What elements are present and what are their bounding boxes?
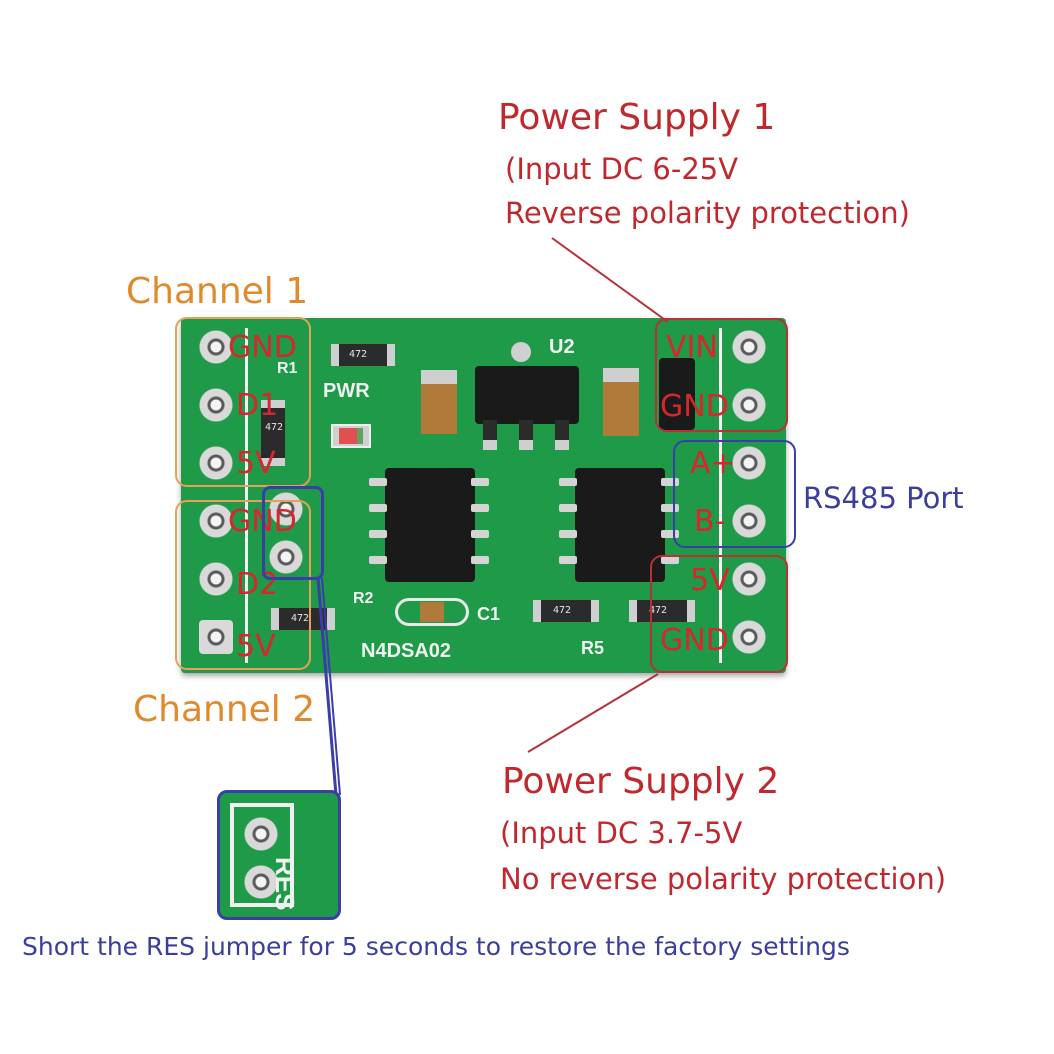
left-pad-6 [199,620,233,654]
power1-line1: (Input DC 6-25V [505,152,739,186]
resistor [629,600,695,622]
power1-box [655,318,788,432]
silk-pwr: PWR [323,380,370,402]
right-pad-6 [732,620,766,654]
res-jumper-closeup: RES [217,790,341,920]
power2-title: Power Supply 2 [502,761,780,802]
right-pad-3 [732,446,766,480]
pin-label-vin: VIN [666,330,718,365]
regulator-u2 [475,366,579,424]
right-pad-5 [732,562,766,596]
pin-label-d2: D2 [236,567,279,602]
channel2-label: Channel 2 [133,689,316,730]
power2-line2: No reverse polarity protection) [500,862,947,896]
rs485-label: RS485 Port [803,481,964,515]
power1-line2: Reverse polarity protection) [505,196,910,230]
power2-box [650,555,788,673]
resistor [533,600,599,622]
resistor-r1 [261,400,285,466]
reset-note: Short the RES jumper for 5 seconds to re… [22,932,850,961]
pin-label-5v-1: 5V [236,446,276,481]
silk-c1: C1 [477,604,501,624]
right-pad-1 [732,330,766,364]
capacitor [603,368,639,436]
left-pad-3 [199,446,233,480]
silk-r2: R2 [353,590,374,607]
board-name: N4DSA02 [361,640,452,662]
power1-title: Power Supply 1 [498,97,776,138]
left-pad-1 [199,330,233,364]
pin-label-d1: D1 [236,388,279,423]
channel1-label: Channel 1 [126,271,309,312]
pin-label-5v-2: 5V [236,629,276,664]
diode [659,358,695,430]
capacitor [421,370,457,434]
rs485-box [673,440,796,548]
channel1-box [175,317,311,487]
resistor [331,344,395,366]
pin-label-gnd-3: GND [660,389,729,424]
pin-label-a-plus: A+ [690,446,736,481]
silk-r1: R1 [277,360,298,377]
resistor [271,608,335,630]
right-pad-2 [732,388,766,422]
pin-label-gnd-1: GND [228,330,297,365]
res-pad-1 [269,492,303,526]
left-pad-2 [199,388,233,422]
silk-u2: U2 [549,336,575,358]
ic-chip-left [385,468,475,582]
pwr-led [331,424,371,448]
pin-label-b-minus: B- [694,504,726,539]
channel2-box [175,500,311,670]
left-pad-5 [199,562,233,596]
res-jumper-box [262,486,324,580]
silk-r5: R5 [581,638,605,658]
pin-label-gnd-4: GND [660,623,729,658]
res-label: RES [270,857,300,911]
power2-line1: (Input DC 3.7-5V [500,816,743,850]
right-pad-4 [732,504,766,538]
pin-label-5v-3: 5V [690,563,730,598]
res-pad-2 [269,540,303,574]
pcb-board: 472 472 472 472 472 PWR U2 R1 R2 R5 C1 N… [181,318,786,673]
left-pad-4 [199,504,233,538]
